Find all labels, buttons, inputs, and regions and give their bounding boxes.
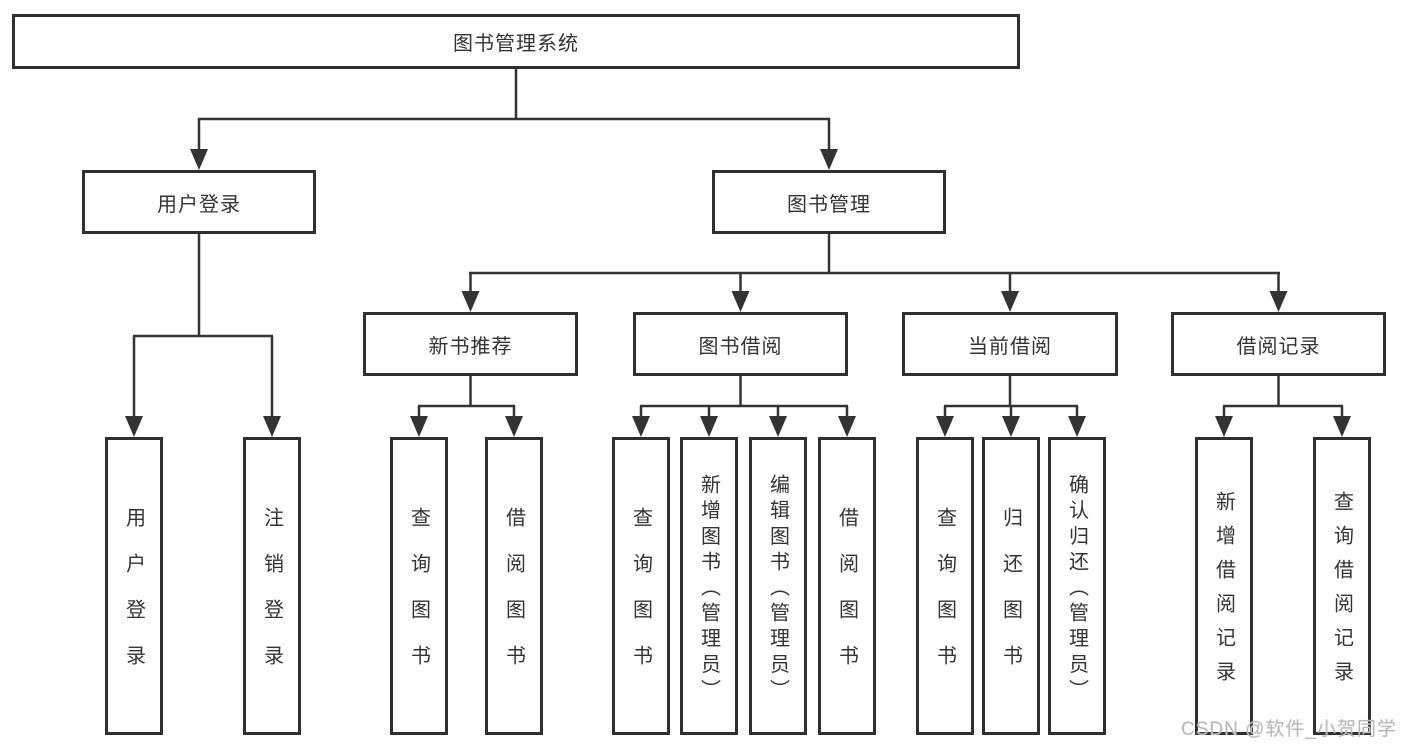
- node-new-book-recommendation: 新书推荐: [363, 312, 578, 376]
- leaf-return-books: 归还图书: [982, 437, 1040, 735]
- leaf-add-book-admin: 新增图书（管理员）: [680, 437, 738, 735]
- leaf-edit-book-admin-label: 编辑图书（管理员）: [766, 473, 789, 704]
- leaf-edit-book-admin: 编辑图书（管理员）: [749, 437, 807, 735]
- leaf-add-book-admin-label: 新增图书（管理员）: [697, 473, 720, 704]
- leaf-query-books-recommend-label: 查询图书: [407, 507, 430, 691]
- leaf-add-borrow-record-label: 新增借阅记录: [1212, 491, 1235, 695]
- leaf-query-books-borrowing: 查询图书: [612, 437, 670, 735]
- node-current-borrowing: 当前借阅: [902, 312, 1118, 376]
- leaf-borrow-books-label: 借阅图书: [835, 507, 858, 691]
- leaf-query-borrow-record: 查询借阅记录: [1313, 437, 1371, 735]
- leaf-query-books-current: 查询图书: [916, 437, 974, 735]
- leaf-return-books-label: 归还图书: [999, 507, 1022, 691]
- node-book-management: 图书管理: [712, 170, 946, 234]
- leaf-user-login: 用户登录: [105, 437, 163, 735]
- leaf-borrow-books-recommend-label: 借阅图书: [502, 507, 525, 691]
- leaf-logout-label: 注销登录: [260, 507, 283, 691]
- leaf-borrow-books-recommend: 借阅图书: [485, 437, 543, 735]
- node-user-login: 用户登录: [82, 170, 316, 234]
- leaf-query-borrow-record-label: 查询借阅记录: [1330, 491, 1353, 695]
- node-root-system: 图书管理系统: [12, 14, 1020, 69]
- leaf-add-borrow-record: 新增借阅记录: [1195, 437, 1253, 735]
- leaf-borrow-books: 借阅图书: [818, 437, 876, 735]
- leaf-query-books-borrowing-label: 查询图书: [629, 507, 652, 691]
- leaf-logout: 注销登录: [243, 437, 301, 735]
- leaf-confirm-return-admin-label: 确认归还（管理员）: [1065, 473, 1088, 704]
- node-book-borrowing: 图书借阅: [633, 312, 848, 376]
- leaf-query-books-recommend: 查询图书: [390, 437, 448, 735]
- leaf-user-login-label: 用户登录: [122, 507, 145, 691]
- leaf-confirm-return-admin: 确认归还（管理员）: [1048, 437, 1106, 735]
- leaf-query-books-current-label: 查询图书: [933, 507, 956, 691]
- node-borrow-records: 借阅记录: [1171, 312, 1386, 376]
